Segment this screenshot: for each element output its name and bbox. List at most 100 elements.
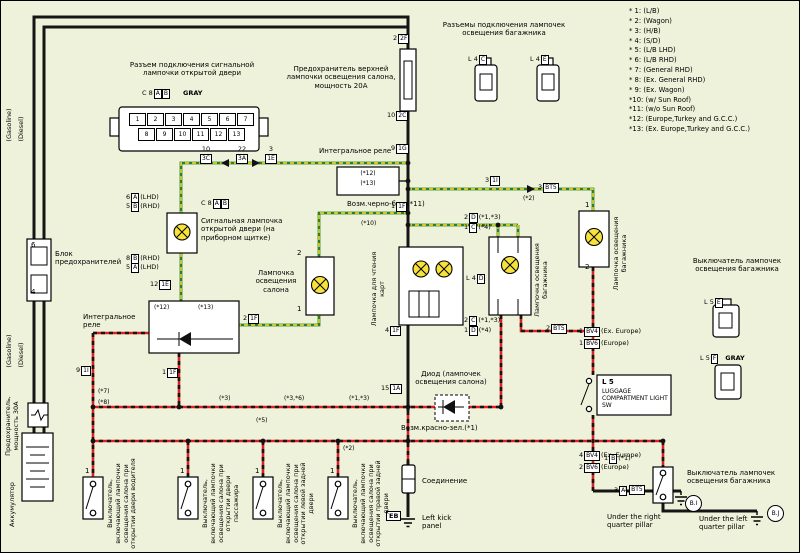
l5-box-name: LUGGAGE COMPARTMENT LIGHT SW	[602, 388, 668, 410]
junction-dots	[90, 160, 666, 444]
luggage-switch-title-top: Выключатель лампочек освещения багажника	[692, 257, 782, 274]
ann-star2-top: (*2)	[523, 195, 535, 202]
legend-item: * 3: (H/B)	[629, 26, 661, 35]
luggage-lamp-center-title: Лампочка освещения багажника	[533, 243, 549, 317]
ann-star3: (*3)	[219, 395, 231, 402]
map-lamp-icon	[398, 246, 464, 326]
legend-item: * 5: (L/B LHD)	[629, 46, 676, 55]
trunk-connectors-title: Разъемы подключения лампочек освещения б…	[442, 21, 566, 38]
diesel-label-top: (Diesel)	[17, 116, 25, 142]
fuse-block-6: 6	[31, 241, 36, 249]
pin-sw3: 1	[255, 467, 260, 475]
luggage-lamp-center-icon	[488, 236, 532, 316]
pin-sw2: 1	[180, 467, 185, 475]
door-connector-title: Разъем подключения сигнальной лампочки о…	[129, 61, 255, 78]
diode-box	[434, 394, 470, 422]
luggage-lamp-right-icon	[578, 210, 610, 268]
interior-lamp-icon	[305, 256, 335, 316]
legend-item: * 7: (General RHD)	[629, 66, 693, 75]
ground-bi-label: B.I	[685, 495, 702, 512]
connection-title: Соединение	[422, 477, 468, 485]
door-lamp-icon	[166, 212, 198, 254]
ann-star8: (*8)	[98, 399, 110, 406]
switch-passenger-title: Выключатель, включающий лампочки освещен…	[201, 463, 241, 544]
connector-pin-cell: 9	[156, 128, 173, 141]
ground-symbols	[401, 491, 763, 528]
diesel-label-mid: (Diesel)	[17, 342, 25, 368]
variant-legend: * 1: (L/B)* 2: (Wagon)* 3: (H/B)* 4: (S/…	[629, 7, 797, 135]
switch-driver-title: Выключатель, включающий лампочки освещен…	[106, 458, 138, 549]
relay1-variant-13: (*13)	[360, 180, 376, 187]
connector-pin-cell: 7	[237, 113, 254, 126]
relay2-variant-13: (*13)	[198, 304, 214, 311]
ann-star2-bottom: (*2)	[343, 445, 355, 452]
connector-pin-cell: 13	[228, 128, 245, 141]
fusible-link-icon	[27, 402, 49, 428]
ann-star10: (*10)	[361, 220, 377, 227]
pin-lug-right-top: 1	[585, 201, 590, 209]
note-black-white: Возм.черно-бел.(*11)	[347, 200, 425, 208]
map-lamp-title: Лампочка для чтения карт	[370, 251, 386, 327]
connector-pin-cell: 8	[138, 128, 155, 141]
legend-item: * 6: (L/B RHD)	[629, 56, 677, 65]
gasoline-label-top: (Gasoline)	[5, 108, 13, 142]
battery-icon	[21, 432, 54, 502]
luggage-switch-title-bottom: Выключатель лампочек освещения багажника	[687, 469, 776, 486]
switch-rear-right-title: Выключатель, включающий лампочки освещен…	[351, 460, 391, 547]
pin-sw4: 1	[330, 467, 335, 475]
relay2-variant-12: (*12)	[154, 304, 170, 311]
connector-pin-cell: 2	[147, 113, 164, 126]
l5-box-code: L 5	[602, 378, 614, 386]
pin-interior-top: 2	[297, 249, 302, 257]
left-kick-panel-label: Left kick panel	[422, 514, 452, 531]
ann-star36: (*3,*6)	[284, 395, 305, 402]
pin-lug-right-bottom: 2	[585, 263, 590, 271]
fuse-block-4: 4	[31, 288, 36, 296]
l5-switch-box	[580, 374, 672, 416]
connector-pin-cell: 6	[219, 113, 236, 126]
diode-title: Диод (лампочек освещения салона)	[415, 370, 487, 387]
note-red-green: Возм.красно-зел.(*1)	[401, 424, 478, 432]
legend-item: * 8: (Ex. General RHD)	[629, 75, 706, 84]
legend-item: * 2: (Wagon)	[629, 16, 672, 25]
relay2-box	[148, 300, 240, 354]
interior-lamp-title: Лампочка освещения салона	[255, 269, 297, 294]
ann-star5: (*5)	[256, 417, 268, 424]
ground-bj-label: B.J	[767, 505, 784, 522]
relay1-title: Интегральное реле	[319, 147, 392, 155]
relay2-title: Интегральное реле	[83, 313, 136, 330]
ground-eb-label: EB	[386, 511, 402, 521]
gasoline-label-mid: (Gasoline)	[5, 334, 13, 368]
connector-pin-cell: 3	[165, 113, 182, 126]
connector-pin-cell: 12	[210, 128, 227, 141]
legend-item: *12: (Europe,Turkey and G.C.C.)	[629, 115, 738, 124]
connector-pin-cell: 4	[183, 113, 200, 126]
battery-label: Аккумулятор	[8, 482, 16, 527]
